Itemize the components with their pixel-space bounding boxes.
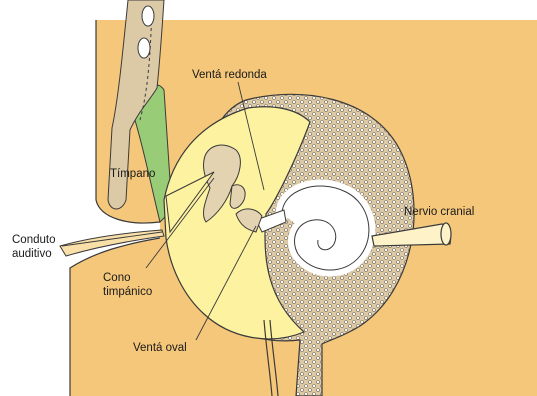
label-oval-window: Ventá oval [133, 342, 187, 354]
cranial-nerve-end [441, 223, 451, 245]
label-tympanic-cone-2: timpánico [103, 286, 152, 298]
column-hole-2 [138, 38, 150, 58]
label-cranial-nerve: Nervio cranial [404, 206, 474, 218]
label-ear-canal-2: auditivo [12, 248, 52, 260]
column-hole-1 [142, 6, 154, 26]
label-tympanic-cone-1: Cono [103, 272, 131, 284]
label-ear-canal-1: Conduto [12, 234, 55, 246]
label-eardrum: Tímpano [110, 168, 155, 180]
label-round-window: Ventá redonda [192, 69, 267, 81]
